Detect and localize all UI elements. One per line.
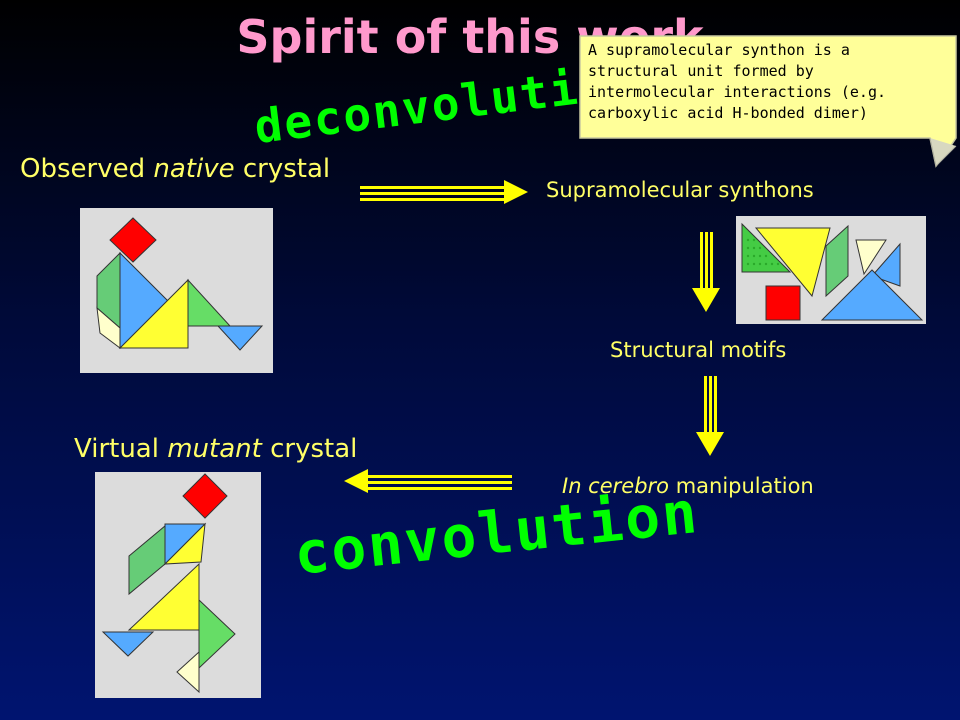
arrow-down-icon <box>696 376 724 456</box>
tangram-pieces <box>741 222 924 321</box>
arrow-left-icon <box>344 469 512 493</box>
callout-text: A supramolecular synthon is a structural… <box>588 41 887 122</box>
tangram-sitting-figure <box>96 217 264 351</box>
observed-label-em: native <box>153 154 235 184</box>
virtual-label-pre: Virtual <box>74 434 168 464</box>
observed-label-pre: Observed <box>20 154 154 184</box>
synthons-label: Supramolecular synthons <box>546 178 814 202</box>
synthons-panel <box>736 216 926 324</box>
manipulation-label-em: In cerebro <box>562 474 670 498</box>
virtual-crystal-label: Virtual mutant crystal <box>74 434 357 464</box>
virtual-crystal-panel <box>95 472 261 698</box>
observed-crystal-label: Observed native crystal <box>20 154 330 184</box>
manipulation-label-post: manipulation <box>669 474 814 498</box>
callout-bubble <box>579 35 957 168</box>
tangram-running-figure <box>101 473 236 694</box>
virtual-label-em: mutant <box>167 434 262 464</box>
manipulation-label: In cerebro manipulation <box>562 474 814 498</box>
structural-motifs-label: Structural motifs <box>610 338 787 362</box>
observed-crystal-panel <box>80 208 273 373</box>
virtual-label-post: crystal <box>261 434 358 464</box>
arrow-right-icon <box>360 180 528 204</box>
observed-label-post: crystal <box>234 154 331 184</box>
arrow-down-icon <box>692 232 720 312</box>
